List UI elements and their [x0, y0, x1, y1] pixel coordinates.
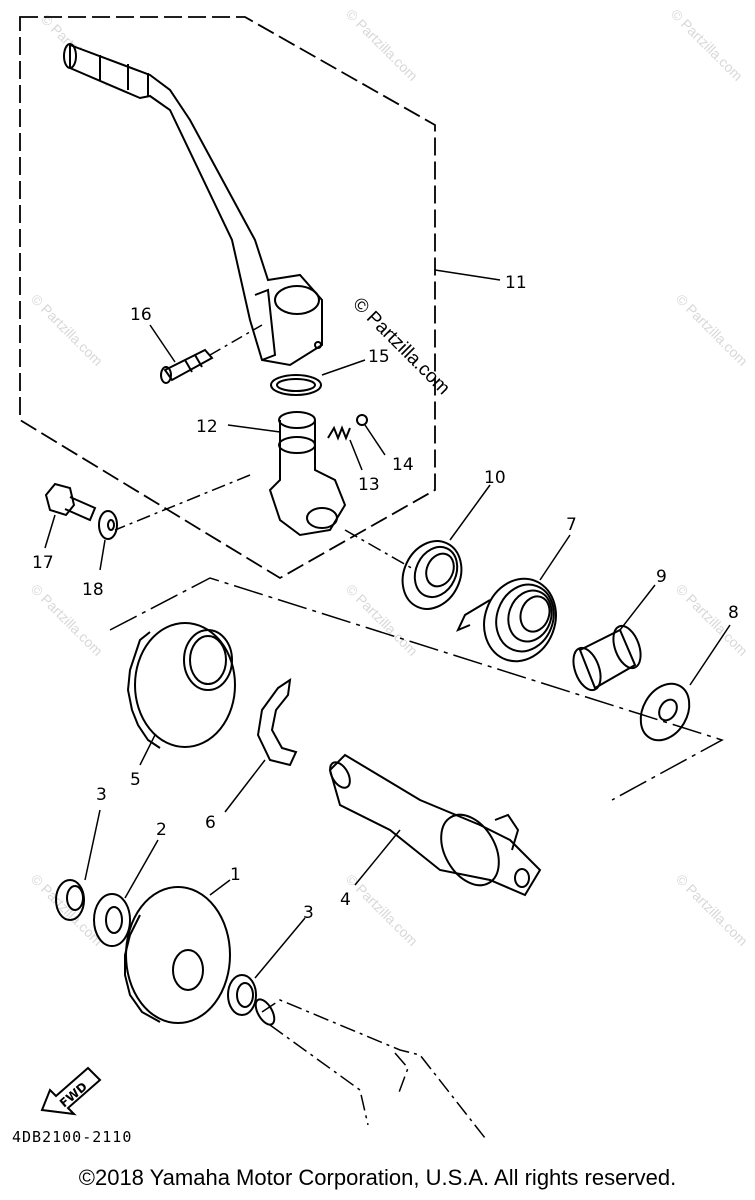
leader-3b — [254, 917, 306, 979]
circlip-3a — [55, 809, 101, 921]
collar-9 — [572, 584, 656, 692]
leader-5 — [139, 734, 156, 766]
callout-13: 13 — [358, 475, 380, 495]
callout-10: 10 — [484, 468, 506, 488]
oil-seal-10 — [401, 484, 491, 610]
leader-12 — [227, 424, 281, 433]
watermark: © Partzilla.com — [343, 6, 421, 84]
washer-18 — [98, 510, 118, 540]
clip-6 — [224, 677, 298, 813]
leader-9 — [619, 584, 656, 631]
callout-1: 1 — [230, 865, 241, 885]
callout-4: 4 — [340, 890, 351, 910]
leader-2 — [124, 839, 159, 899]
callout-7: 7 — [566, 515, 577, 535]
circlip-3b — [227, 917, 306, 1016]
callout-17: 17 — [32, 553, 54, 573]
assembly-outline-kick-crank — [19, 16, 436, 580]
watermark: © Partzilla.com — [668, 6, 746, 84]
watermark: © Partzilla.com — [673, 291, 751, 369]
callout-12: 12 — [196, 417, 218, 437]
callout-15: 15 — [368, 347, 390, 367]
bolt-17 — [44, 482, 97, 549]
callout-14: 14 — [392, 455, 414, 475]
leader-3a — [84, 809, 101, 881]
kick-gear-1 — [124, 879, 231, 1024]
spring-13 — [327, 425, 351, 441]
diagram-code: 4DB2100-2110 — [12, 1128, 132, 1146]
center-watermark: © Partzilla.com — [348, 294, 453, 399]
leader-16 — [149, 324, 176, 363]
washer-2 — [93, 839, 159, 947]
leader-11 — [434, 269, 501, 281]
kick-crank-lever — [63, 43, 323, 367]
washer-8 — [639, 624, 731, 742]
copyright-notice: ©2018 Yamaha Motor Corporation, U.S.A. A… — [78, 1165, 677, 1190]
leader-15 — [321, 359, 366, 376]
callout-8: 8 — [728, 603, 739, 623]
callout-3: 3 — [303, 903, 314, 923]
watermark: © Partzilla.com — [673, 581, 751, 659]
leader-4 — [354, 829, 401, 886]
o-ring-15 — [270, 374, 322, 396]
callout-3: 3 — [96, 785, 107, 805]
ratchet-gear-5 — [126, 622, 236, 766]
leader-10 — [449, 484, 491, 541]
callout-6: 6 — [205, 813, 216, 833]
watermark: © Partzilla.com — [343, 871, 421, 949]
torsion-spring-7 — [456, 534, 571, 663]
callout-16: 16 — [130, 305, 152, 325]
callout-11: 11 — [505, 273, 527, 293]
watermark: © Partzilla.com — [28, 871, 106, 949]
watermark: © Partzilla.com — [673, 871, 751, 949]
leader-1 — [209, 879, 231, 896]
fwd-arrow-icon — [40, 1066, 102, 1116]
ball-14 — [356, 414, 368, 426]
kick-shaft-boss-12 — [114, 411, 416, 571]
callout-2: 2 — [156, 820, 167, 840]
callout-18: 18 — [82, 580, 104, 600]
bolt-16 — [149, 324, 263, 384]
watermark: © Partzilla.com — [343, 581, 421, 659]
leader-6 — [224, 759, 266, 813]
watermark: © Partzilla.com — [28, 291, 106, 369]
kick-axle-4 — [328, 753, 542, 897]
callout-9: 9 — [656, 567, 667, 587]
kick-shaft-reference — [254, 998, 486, 1139]
callout-5: 5 — [130, 770, 141, 790]
leader-8 — [689, 624, 731, 686]
assembly-outline-gear — [109, 577, 724, 801]
leader-7 — [539, 534, 571, 581]
leader-18 — [99, 539, 106, 571]
leader-17 — [44, 514, 56, 549]
